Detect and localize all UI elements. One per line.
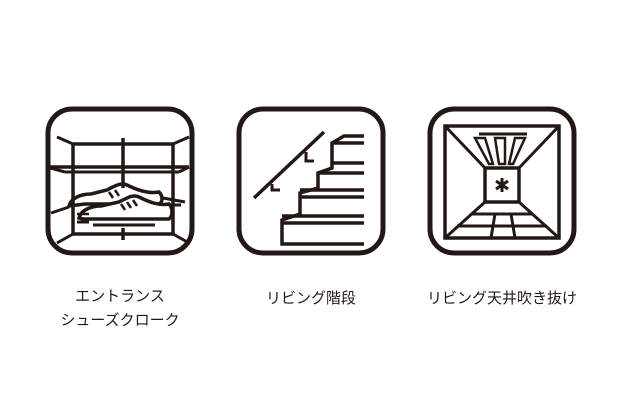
label-line-1: リビング天井吹き抜け <box>426 289 577 307</box>
label-line-2: シューズクローク <box>60 311 180 329</box>
ceiling-atrium-icon <box>427 106 577 256</box>
feature-label-staircase: リビング階段 <box>226 286 396 310</box>
feature-icon-staircase <box>236 106 386 256</box>
label-line-1: リビング階段 <box>265 289 356 307</box>
label-line-1: エントランス <box>75 287 165 305</box>
feature-label-ceiling-atrium: リビング天井吹き抜け <box>402 286 602 310</box>
shoe-closet-icon <box>45 106 195 256</box>
staircase-icon <box>236 106 386 256</box>
feature-icon-shoe-closet <box>45 106 195 256</box>
feature-icon-ceiling-atrium <box>427 106 577 256</box>
feature-label-shoe-closet: エントランス シューズクローク <box>35 284 205 332</box>
